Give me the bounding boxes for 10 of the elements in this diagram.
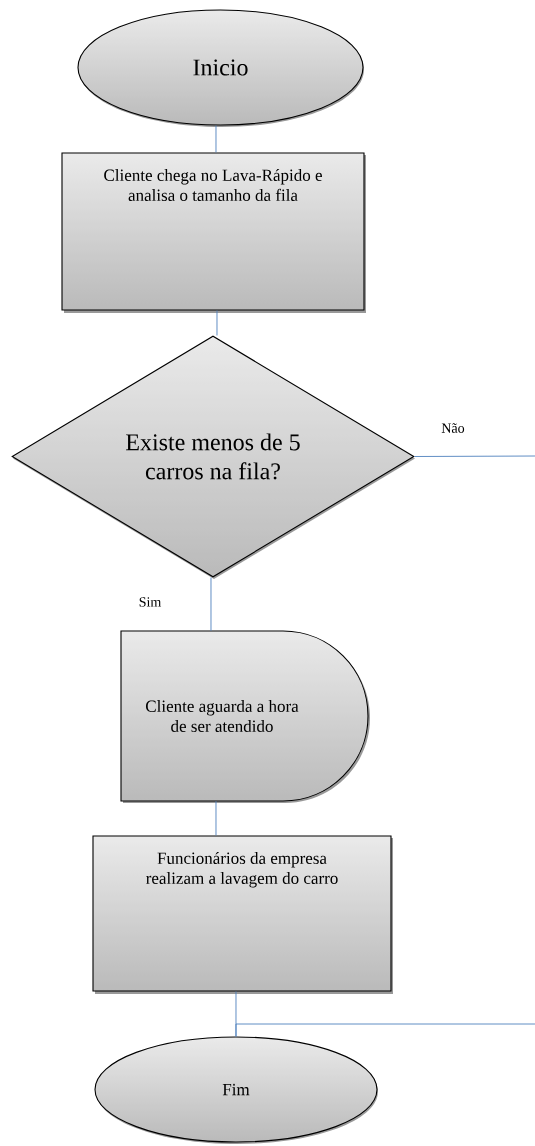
edge-label: Não	[440, 422, 466, 434]
connector-line	[215, 800, 217, 836]
connector-line	[215, 125, 217, 153]
process-box: Funcionários da empresa realizam a lavagem do carro	[92, 835, 393, 994]
connector-line	[216, 310, 218, 336]
edge-label: Sim	[137, 596, 163, 608]
process-box: Cliente chega no Lava-Rápido e analisa o tamanho da fila	[61, 152, 366, 313]
connector-line	[235, 1023, 535, 1037]
connector-line	[210, 577, 212, 632]
connector-line	[414, 455, 535, 457]
